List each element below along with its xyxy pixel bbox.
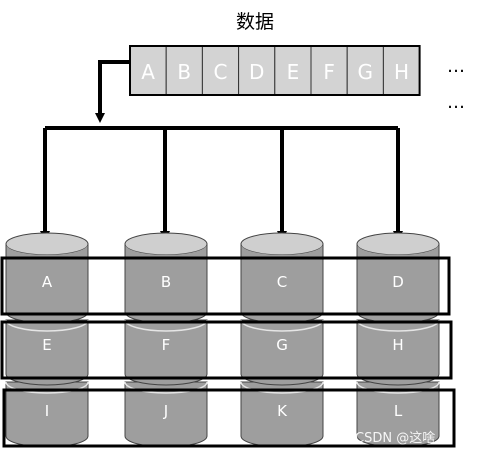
distribution-arrows bbox=[40, 60, 403, 241]
disk-segment-divider bbox=[124, 381, 208, 394]
feed-arrow bbox=[95, 60, 130, 123]
disk-block-label: L bbox=[394, 402, 403, 420]
disk-segment-divider bbox=[5, 319, 89, 332]
disk-block-label: C bbox=[277, 273, 287, 291]
disk-top bbox=[124, 232, 208, 256]
stripe-rows bbox=[0, 256, 456, 448]
ellipsis-top: … bbox=[447, 56, 465, 77]
stripe-outline bbox=[2, 388, 456, 448]
disk: C G K bbox=[240, 232, 324, 448]
data-cell bbox=[382, 45, 421, 96]
disk-segment-divider bbox=[356, 319, 440, 332]
data-cell-label: H bbox=[394, 60, 409, 84]
stripe-outline bbox=[0, 256, 451, 316]
diagram-title: 数据 bbox=[236, 11, 274, 33]
data-cell-label: D bbox=[249, 60, 264, 84]
disk: B F J bbox=[124, 232, 208, 448]
disk-array: A E I B F J C G K D H L bbox=[5, 232, 440, 448]
data-cell-label: G bbox=[358, 60, 374, 84]
data-cell-label: C bbox=[214, 60, 228, 84]
disk-segment-divider bbox=[356, 381, 440, 394]
disk-segment-divider bbox=[240, 381, 324, 394]
disk-block-label: D bbox=[392, 273, 404, 291]
disk-block-label: F bbox=[162, 336, 171, 354]
data-cell-label: B bbox=[177, 60, 191, 84]
disk-segment-divider bbox=[5, 381, 89, 394]
watermark: CSDN @这啥 bbox=[355, 430, 435, 446]
disk-block-label: I bbox=[45, 402, 49, 420]
ellipsis-bottom: … bbox=[447, 92, 465, 113]
disk-block-label: K bbox=[277, 402, 288, 420]
data-cell bbox=[165, 45, 203, 96]
disk-top bbox=[5, 232, 89, 256]
disk-segment-divider bbox=[240, 319, 324, 332]
data-cell-label: F bbox=[323, 60, 335, 84]
data-cell bbox=[310, 45, 348, 96]
disk-segment-divider bbox=[124, 319, 208, 332]
data-cell-label: E bbox=[287, 60, 300, 84]
disk-block-label: E bbox=[42, 336, 51, 354]
data-cell-label: A bbox=[141, 60, 155, 84]
disk-top bbox=[356, 232, 440, 256]
disk-block-label: H bbox=[392, 336, 403, 354]
disk-block-label: B bbox=[161, 273, 171, 291]
data-row-border bbox=[129, 45, 421, 96]
disk: A E I bbox=[5, 232, 89, 448]
disk-block-label: J bbox=[163, 402, 168, 420]
disk: D H L bbox=[356, 232, 440, 448]
disk-block-label: G bbox=[276, 336, 288, 354]
disk-block-label: A bbox=[42, 273, 53, 291]
stripe-outline bbox=[0, 320, 453, 380]
disk-top bbox=[240, 232, 324, 256]
